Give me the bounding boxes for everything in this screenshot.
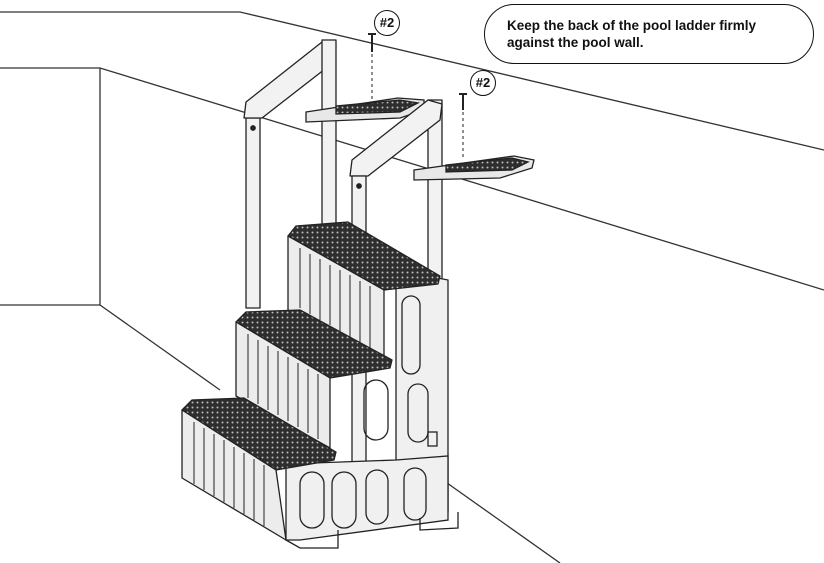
ladder-step-bottom (181, 397, 337, 541)
pool-wall (0, 11, 824, 563)
screw-indicator-right (459, 93, 467, 160)
step-handle-left (305, 97, 425, 123)
instruction-callout: Keep the back of the pool ladder firmly … (484, 4, 814, 64)
instruction-text: Keep the back of the pool ladder firmly … (507, 18, 757, 50)
callout-badge-1: #2 (374, 10, 400, 36)
screw-indicator-left (368, 33, 376, 100)
ladder-step-top (287, 221, 441, 363)
callout-badge-2: #2 (470, 70, 496, 96)
ladder-step-middle (235, 309, 393, 449)
step-handle-right (413, 155, 535, 181)
